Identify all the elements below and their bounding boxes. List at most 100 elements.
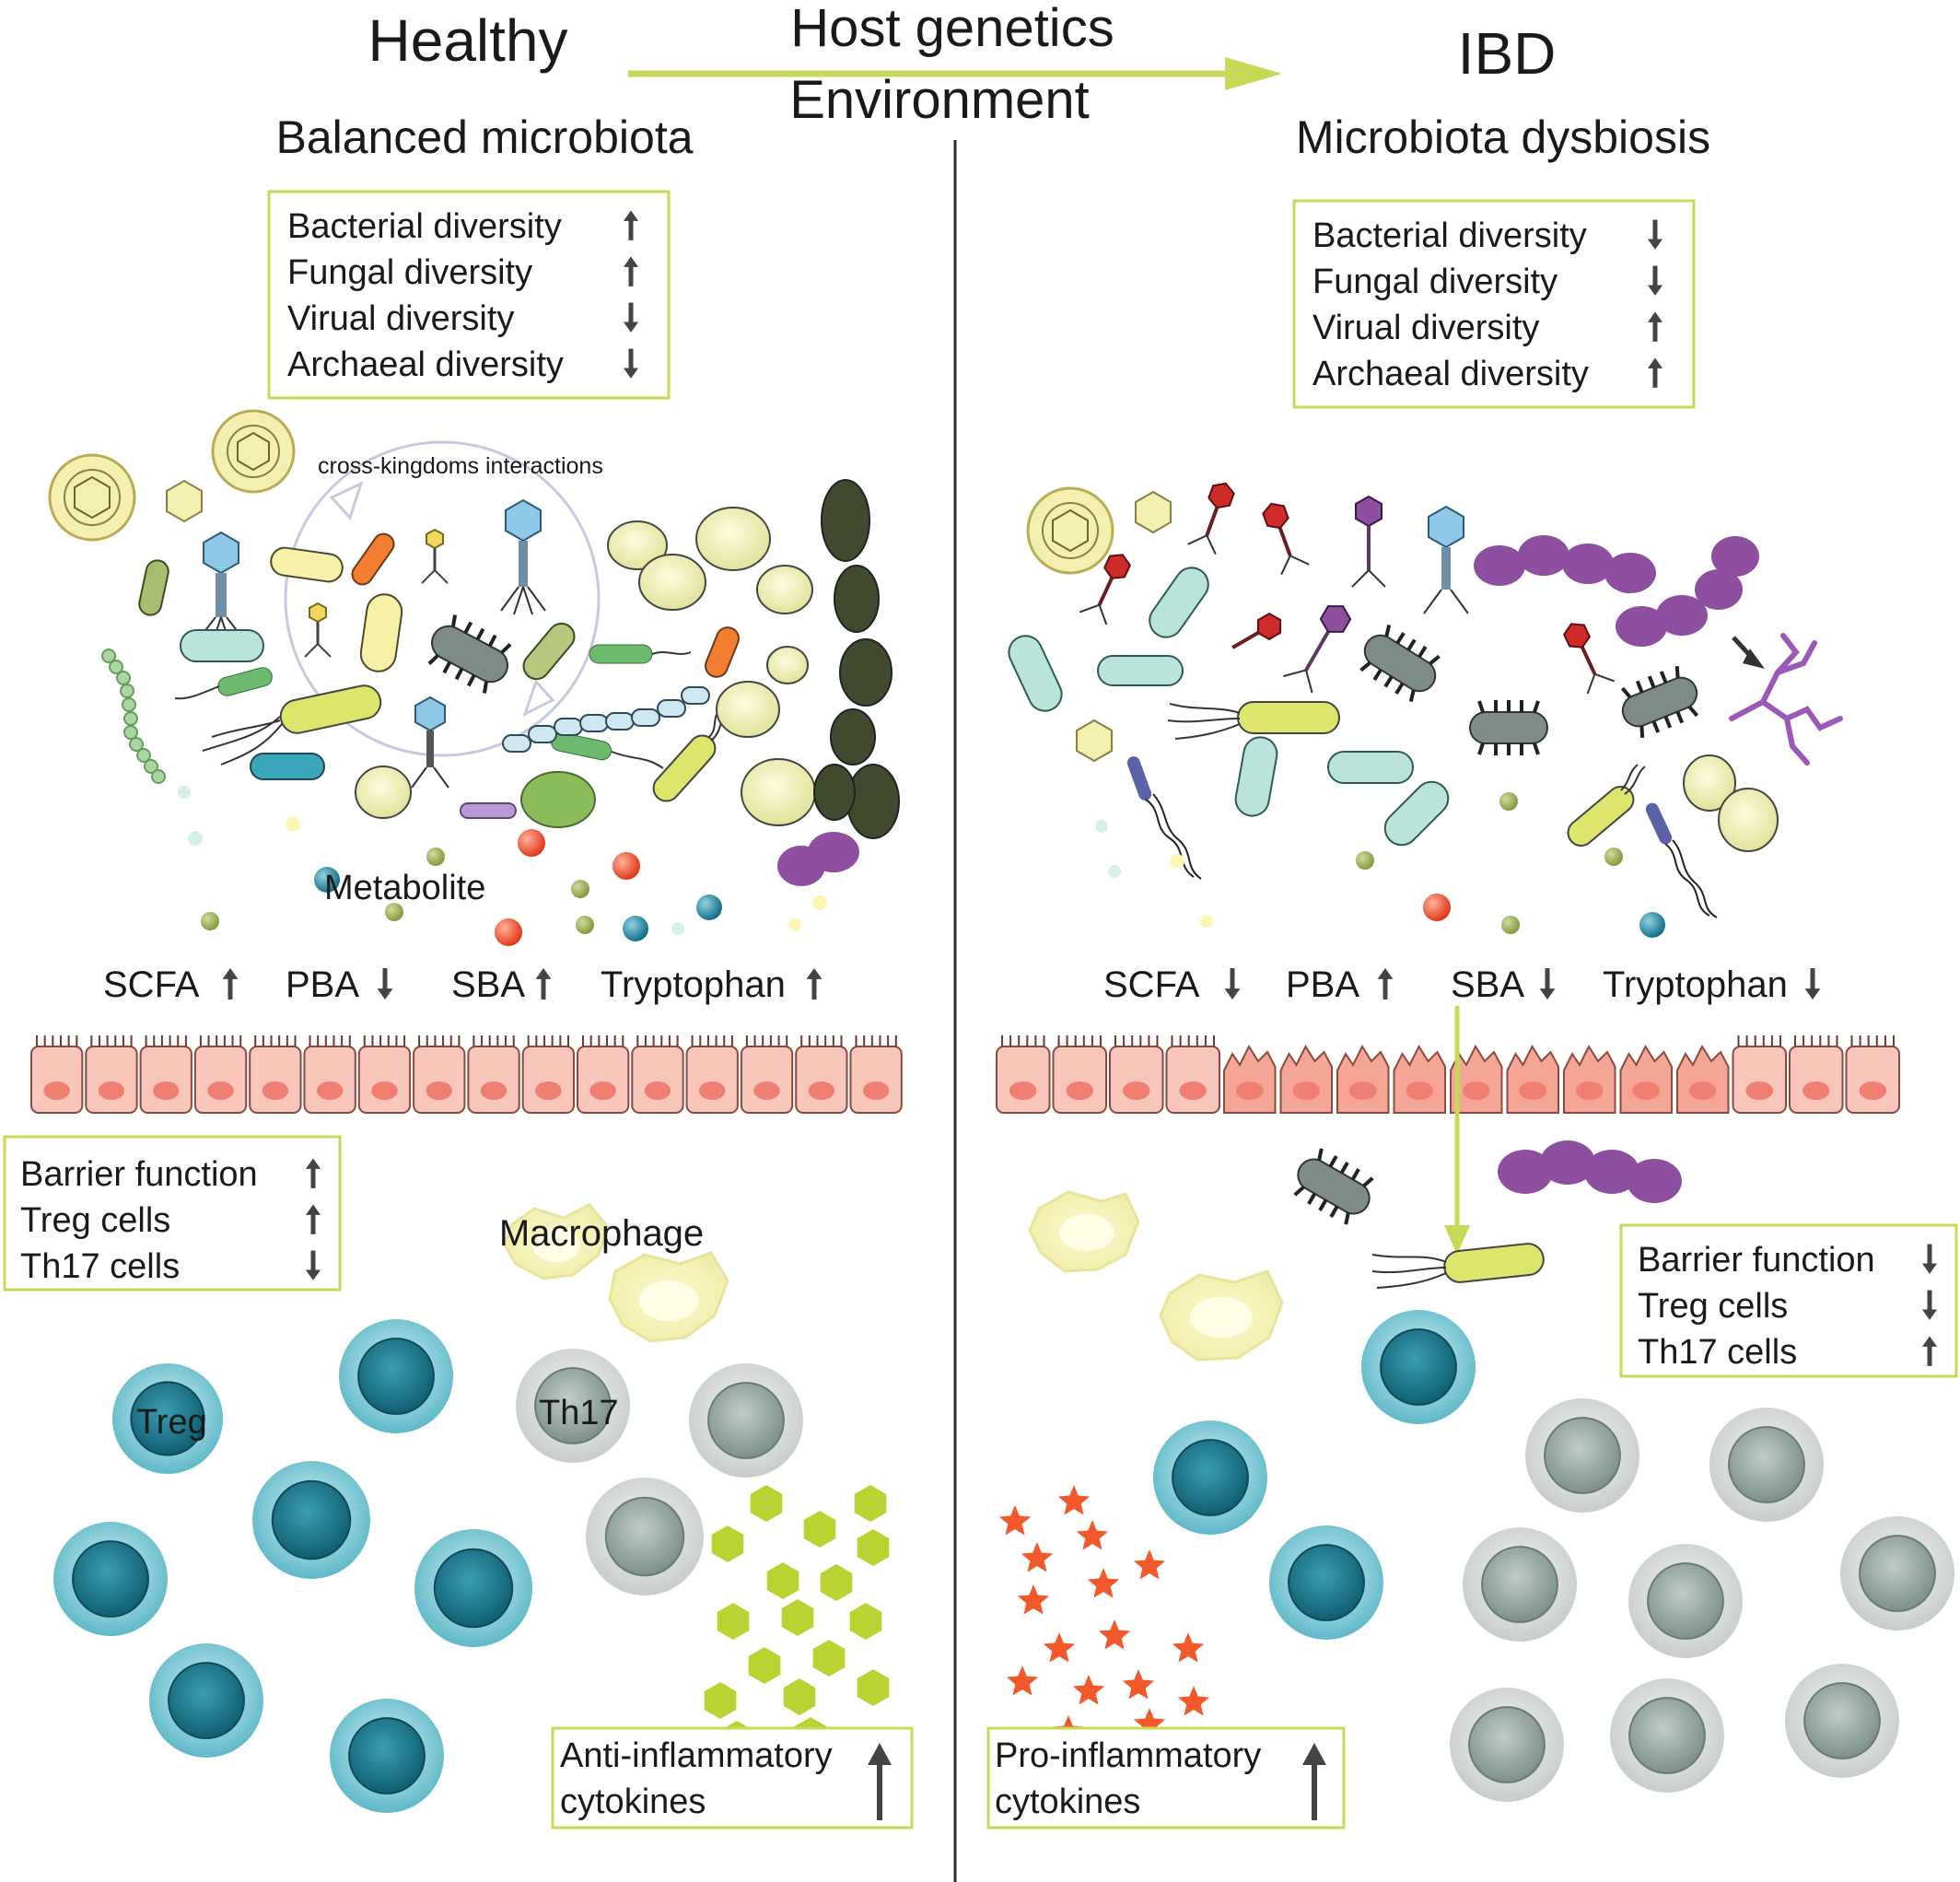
healthy-epithelium xyxy=(30,1035,903,1114)
cytokines-up-arrow-icon xyxy=(1302,1743,1326,1820)
archaea-chain-icon xyxy=(1616,536,1759,647)
virus-large-icon xyxy=(48,453,136,542)
metabolite-trend-label: Tryptophan xyxy=(1603,964,1788,1005)
up-arrow-icon xyxy=(305,1204,321,1234)
diversity-label: Virual diversity xyxy=(287,299,514,338)
phage-icon xyxy=(500,498,546,615)
flagellated-bacterium-icon xyxy=(652,707,730,802)
treg-cell xyxy=(1153,1420,1267,1535)
th17-cell xyxy=(1628,1544,1743,1658)
up-arrow-icon xyxy=(305,1158,321,1188)
damaged-epithelial-cell xyxy=(1619,1044,1673,1114)
diversity-label: Fungal diversity xyxy=(287,253,532,292)
th17-cell xyxy=(1840,1516,1954,1631)
th17-cell xyxy=(586,1478,704,1596)
epithelial-cell xyxy=(1732,1035,1787,1114)
down-arrow-icon xyxy=(623,348,639,379)
cytokine-star xyxy=(1133,1549,1166,1580)
cytokine-hexagon xyxy=(849,1603,882,1640)
spiky-bacterium-icon xyxy=(1359,624,1441,703)
healthy-metabolite-dots xyxy=(178,786,827,946)
diversity-label: Virual diversity xyxy=(1312,309,1539,347)
th17-label: Th17 xyxy=(539,1394,619,1432)
down-arrow-icon xyxy=(1224,968,1241,999)
anti-inflammatory-cytokines-label: cytokines xyxy=(560,1783,706,1821)
ibd-title: IBD xyxy=(1458,20,1557,87)
phage-red-icon xyxy=(1079,554,1131,625)
rod-bacterium-icon xyxy=(1008,635,1063,712)
cytokine-star xyxy=(998,1505,1032,1536)
rod-bacterium-icon xyxy=(460,802,517,819)
epithelial-cell xyxy=(85,1035,138,1114)
rod-bacterium-icon xyxy=(1383,780,1450,847)
phage-small-icon xyxy=(304,602,332,658)
damaged-epithelial-cell xyxy=(1223,1044,1277,1114)
damaged-epithelial-cell xyxy=(1336,1044,1390,1114)
yeast-icon xyxy=(355,507,816,826)
spiky-bacterium-icon xyxy=(427,614,512,694)
down-arrow-icon xyxy=(1921,1290,1938,1320)
cytokines-up-arrow-icon xyxy=(868,1743,892,1820)
cytokine-hexagon xyxy=(783,1678,816,1715)
phage-red-icon xyxy=(1563,623,1616,695)
th17-cell xyxy=(689,1363,803,1478)
epithelial-cell xyxy=(1845,1035,1900,1114)
metabolite-trend-label: PBA xyxy=(1286,964,1359,1005)
epithelial-cell xyxy=(849,1035,903,1114)
cytokine-hexagon xyxy=(748,1647,781,1684)
yeast-icon xyxy=(1683,754,1779,852)
rod-bacterium-icon xyxy=(1327,751,1414,784)
immune-label: Treg cells xyxy=(1638,1287,1788,1326)
virus-capsid-icon xyxy=(1135,490,1172,534)
rod-bacterium-icon xyxy=(180,629,264,662)
green-bacterium-icon xyxy=(589,644,692,664)
rod-bacterium-icon xyxy=(522,622,576,681)
translocated-spiky-bacterium-icon xyxy=(1293,1148,1374,1225)
up-arrow-icon xyxy=(623,256,639,286)
translocation-arrow xyxy=(1444,1006,1470,1255)
progression-arrow xyxy=(628,57,1282,90)
metabolite-trend-label: SBA xyxy=(1451,964,1524,1005)
cross-kingdom-label: cross-kingdoms interactions xyxy=(318,453,603,479)
down-arrow-icon xyxy=(1647,219,1663,250)
down-arrow-icon xyxy=(623,302,639,333)
phage-red-icon xyxy=(1231,612,1282,649)
archaea-chain-icon xyxy=(1474,535,1656,593)
cytokine-star xyxy=(1043,1632,1076,1663)
damaged-epithelial-cell xyxy=(1563,1044,1616,1114)
up-arrow-icon xyxy=(1377,968,1394,999)
rod-bacterium-icon xyxy=(1149,567,1209,638)
dark-fungal-chain-icon xyxy=(813,479,900,839)
cytokine-star xyxy=(1006,1666,1039,1696)
ibd-metabolite-dots xyxy=(1095,792,1665,938)
healthy-microbiota-cluster: cross-kingdoms interactions xyxy=(48,409,900,886)
epithelial-cell xyxy=(1789,1035,1844,1114)
rod-bacterium-icon xyxy=(1097,655,1184,686)
green-bacterium-icon xyxy=(174,667,273,700)
metabolite-trend-label: PBA xyxy=(286,964,359,1005)
cytokine-hexagon xyxy=(820,1564,853,1601)
up-arrow-icon xyxy=(806,968,822,999)
immune-label: Treg cells xyxy=(20,1201,170,1240)
phage-purple-icon xyxy=(1351,495,1386,588)
archaea-arrowhead xyxy=(1743,649,1765,669)
cytokine-star xyxy=(1122,1669,1155,1700)
epithelial-cell xyxy=(139,1035,192,1114)
epithelial-cell xyxy=(413,1035,466,1114)
down-arrow-icon xyxy=(305,1250,321,1280)
translocated-flagellated-bacterium-icon xyxy=(1371,1243,1545,1289)
pro-inflammatory-cytokines-label: cytokines xyxy=(995,1783,1140,1821)
epithelial-cell xyxy=(30,1035,84,1114)
cytokine-star xyxy=(1076,1520,1109,1550)
treg-cell xyxy=(339,1319,453,1433)
diversity-label: Bacterial diversity xyxy=(287,207,562,246)
rod-bacterium-icon xyxy=(250,753,325,780)
epithelial-cell xyxy=(303,1035,356,1114)
epithelial-cell xyxy=(996,1035,1051,1114)
macrophage-icon xyxy=(1028,1190,1140,1273)
cytokine-hexagon xyxy=(854,1485,887,1522)
rod-bacterium-icon xyxy=(1234,736,1278,817)
green-bacterium-icon xyxy=(551,731,664,769)
epithelial-cell xyxy=(685,1035,739,1114)
